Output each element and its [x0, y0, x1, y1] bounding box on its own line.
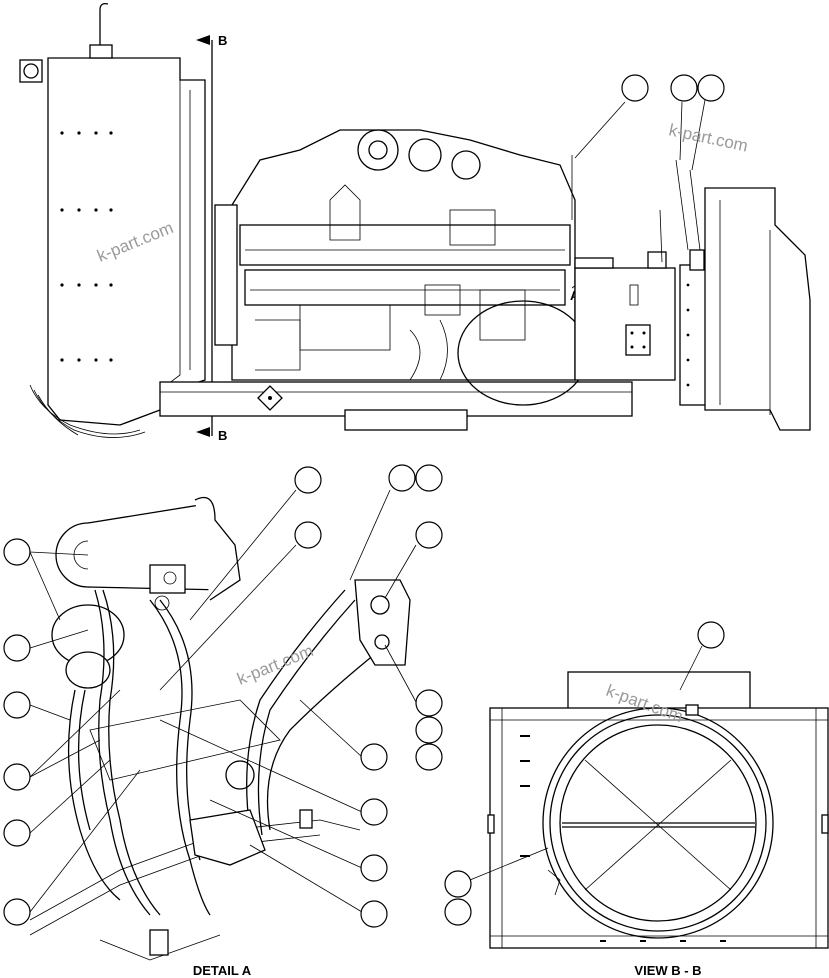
radiator-fasteners — [60, 131, 113, 362]
callout-bubble — [444, 898, 472, 926]
callout-bubble — [3, 763, 31, 791]
generator-bolts — [686, 283, 690, 387]
callout-bubble — [3, 634, 31, 662]
callout-bubble — [670, 74, 698, 102]
callout-bubble — [360, 900, 388, 928]
callout-bubble — [3, 819, 31, 847]
callout-bubble — [3, 691, 31, 719]
callout-bubble — [3, 898, 31, 926]
callout-bubble — [415, 716, 443, 744]
detail-a-caption: DETAIL A — [193, 963, 252, 978]
callout-bubble — [415, 743, 443, 771]
callout-bubble — [621, 74, 649, 102]
callout-bubble — [3, 538, 31, 566]
detail-a-callouts — [3, 464, 443, 928]
callout-bubble — [388, 464, 416, 492]
callout-bubble — [294, 521, 322, 549]
callout-bubble — [444, 870, 472, 898]
callout-bubble — [415, 464, 443, 492]
callout-bubble — [294, 466, 322, 494]
callout-bubble — [360, 854, 388, 882]
view-b-b: VIEW B - B — [444, 621, 829, 978]
section-marker-top: B — [218, 33, 227, 48]
view-b-caption: VIEW B - B — [634, 963, 701, 978]
watermark: k-part.com — [234, 641, 316, 689]
section-marker-bottom: B — [218, 428, 227, 443]
detail-a-view: DETAIL A — [3, 464, 443, 978]
callout-bubble — [360, 798, 388, 826]
callout-bubble — [415, 689, 443, 717]
view-b-fasteners — [520, 735, 726, 942]
callout-bubble — [697, 74, 725, 102]
generator-set-side-view: B B A — [19, 2, 811, 443]
callout-bubble — [415, 521, 443, 549]
callout-bubble — [360, 743, 388, 771]
callout-bubble — [697, 621, 725, 649]
watermark: k-part.com — [667, 120, 749, 155]
